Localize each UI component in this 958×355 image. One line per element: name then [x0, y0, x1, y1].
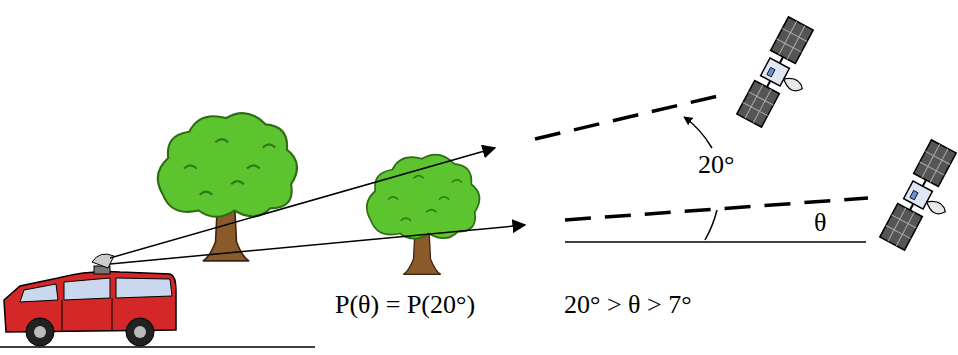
angle-label: 20° — [698, 150, 734, 180]
equation-label: P(θ) = P(20°) — [335, 290, 475, 320]
equation-label: 20° > θ > 7° — [564, 290, 692, 320]
angle-label: θ — [814, 208, 826, 238]
